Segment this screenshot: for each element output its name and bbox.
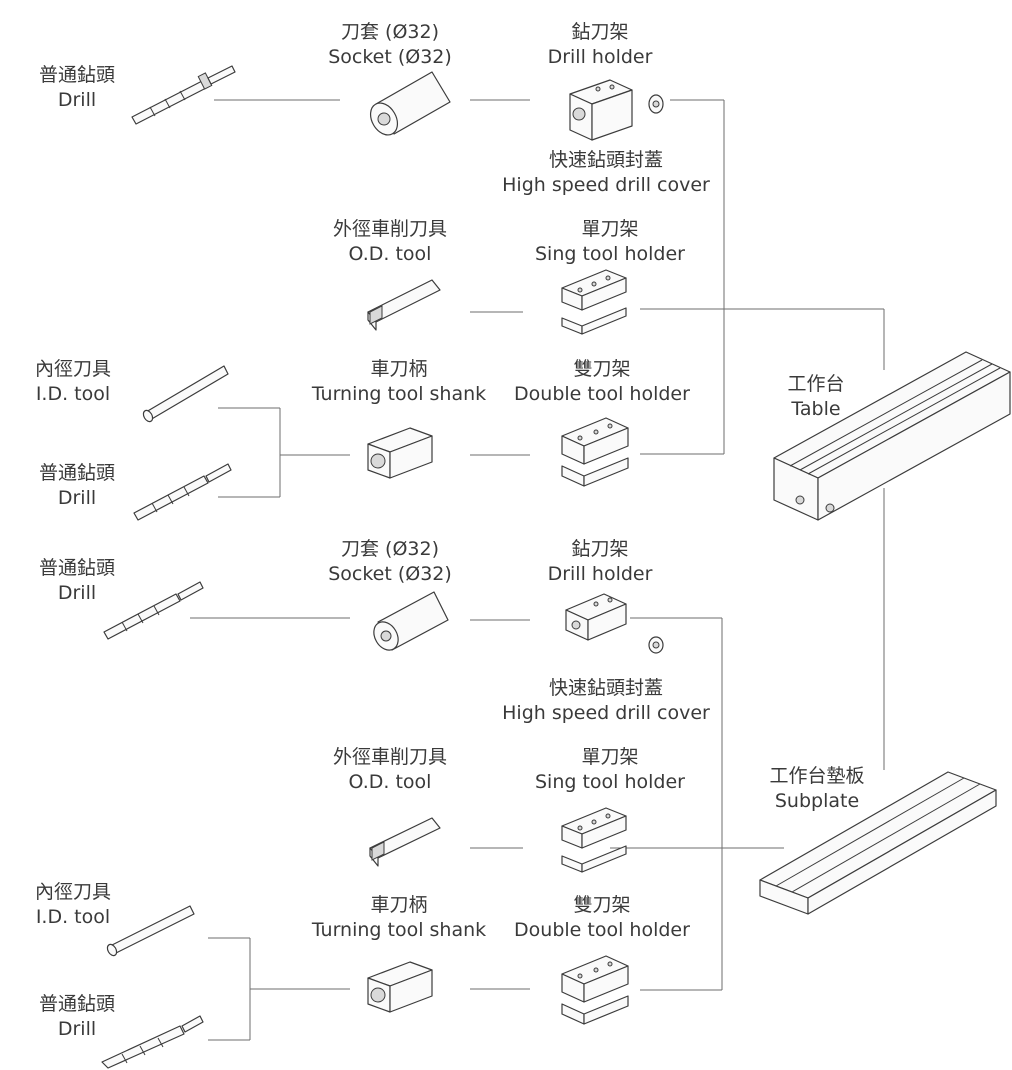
drill-cover-icon <box>648 636 664 654</box>
label-zh: 普通鉆頭 <box>38 557 115 579</box>
drill-icon <box>101 1015 204 1069</box>
label-drill: 普通鉆頭 Drill <box>22 556 132 606</box>
label-en: O.D. tool <box>348 243 432 265</box>
label-zh: 車刀柄 <box>370 894 428 916</box>
label-zh: 鉆刀架 <box>571 21 629 43</box>
label-drill: 普通鉆頭 Drill <box>22 992 132 1042</box>
label-en: Turning tool shank <box>311 383 487 405</box>
label-zh: 刀套 (Ø32) <box>341 538 439 560</box>
label-id-tool: 內徑刀具 I.D. tool <box>18 357 128 407</box>
double-tool-holder-icon <box>561 955 629 1025</box>
label-en: Table <box>791 398 841 420</box>
label-od-tool: 外徑車削刀具 O.D. tool <box>320 217 460 267</box>
label-double-tool-holder: 雙刀架 Double tool holder <box>502 893 702 943</box>
label-zh: 單刀架 <box>581 218 639 240</box>
label-zh: 單刀架 <box>581 746 639 768</box>
connector-lines <box>190 99 885 1041</box>
drill-icon <box>103 581 204 640</box>
label-en: Drill <box>57 89 97 111</box>
label-table: 工作台 Table <box>766 372 866 422</box>
label-drill-cover: 快速鉆頭封蓋 High speed drill cover <box>486 676 726 726</box>
label-en: Drill <box>57 1018 97 1040</box>
label-zh: 內徑刀具 <box>34 358 111 380</box>
label-double-tool-holder: 雙刀架 Double tool holder <box>502 357 702 407</box>
double-tool-holder-icon <box>561 417 629 487</box>
socket-icon <box>373 591 449 651</box>
od-tool-icon <box>369 817 441 867</box>
label-zh: 快速鉆頭封蓋 <box>548 149 663 171</box>
id-tool-icon <box>142 365 229 423</box>
label-od-tool: 外徑車削刀具 O.D. tool <box>320 745 460 795</box>
label-drill: 普通鉆頭 Drill <box>22 63 132 113</box>
table-icon <box>773 351 1011 521</box>
drill-holder-icon <box>569 79 633 141</box>
label-en: Double tool holder <box>514 383 690 405</box>
label-zh: 快速鉆頭封蓋 <box>548 677 663 699</box>
subplate-icon <box>759 771 997 915</box>
label-en: Double tool holder <box>514 919 690 941</box>
label-zh: 內徑刀具 <box>34 881 111 903</box>
label-en: High speed drill cover <box>502 702 710 724</box>
drill-icon <box>131 65 236 125</box>
id-tool-icon <box>106 905 195 957</box>
od-tool-icon <box>367 279 441 331</box>
label-zh: 外徑車削刀具 <box>332 746 447 768</box>
label-drill: 普通鉆頭 Drill <box>22 461 132 511</box>
label-socket: 刀套 (Ø32) Socket (Ø32) <box>310 537 470 587</box>
label-zh: 刀套 (Ø32) <box>341 21 439 43</box>
label-en: Sing tool holder <box>534 771 685 793</box>
label-en: Socket (Ø32) <box>328 563 452 585</box>
label-turning-tool-shank: 車刀柄 Turning tool shank <box>298 357 500 407</box>
label-en: High speed drill cover <box>502 174 710 196</box>
label-en: I.D. tool <box>35 906 111 928</box>
label-drill-holder: 鉆刀架 Drill holder <box>530 537 670 587</box>
label-zh: 車刀柄 <box>370 358 428 380</box>
label-id-tool: 內徑刀具 I.D. tool <box>18 880 128 930</box>
drill-holder-icon <box>565 593 627 641</box>
socket-icon <box>369 71 451 136</box>
label-zh: 普通鉆頭 <box>38 993 115 1015</box>
label-zh: 雙刀架 <box>573 894 631 916</box>
label-en: Drill holder <box>547 563 653 585</box>
label-en: Socket (Ø32) <box>328 46 452 68</box>
label-en: Drill holder <box>547 46 653 68</box>
label-zh: 鉆刀架 <box>571 538 629 560</box>
label-en: Subplate <box>774 790 860 812</box>
label-single-tool-holder: 單刀架 Sing tool holder <box>510 217 710 267</box>
label-en: O.D. tool <box>348 771 432 793</box>
drill-cover-icon <box>648 94 664 114</box>
label-en: Drill <box>57 582 97 604</box>
label-zh: 雙刀架 <box>573 358 631 380</box>
label-zh: 工作台墊板 <box>769 765 865 787</box>
label-drill-cover: 快速鉆頭封蓋 High speed drill cover <box>486 148 726 198</box>
turning-tool-shank-icon <box>367 427 433 479</box>
label-zh: 工作台 <box>787 373 845 395</box>
label-en: Sing tool holder <box>534 243 685 265</box>
single-tool-holder-icon <box>561 269 627 335</box>
label-en: Turning tool shank <box>311 919 487 941</box>
label-subplate: 工作台墊板 Subplate <box>752 764 882 814</box>
label-en: Drill <box>57 487 97 509</box>
label-en: I.D. tool <box>35 383 111 405</box>
label-socket: 刀套 (Ø32) Socket (Ø32) <box>310 20 470 70</box>
label-single-tool-holder: 單刀架 Sing tool holder <box>510 745 710 795</box>
label-drill-holder: 鉆刀架 Drill holder <box>530 20 670 70</box>
label-zh: 外徑車削刀具 <box>332 218 447 240</box>
turning-tool-shank-icon <box>367 961 433 1013</box>
label-zh: 普通鉆頭 <box>38 462 115 484</box>
single-tool-holder-icon <box>561 807 627 873</box>
label-turning-tool-shank: 車刀柄 Turning tool shank <box>298 893 500 943</box>
label-zh: 普通鉆頭 <box>38 64 115 86</box>
drill-icon <box>133 463 232 521</box>
